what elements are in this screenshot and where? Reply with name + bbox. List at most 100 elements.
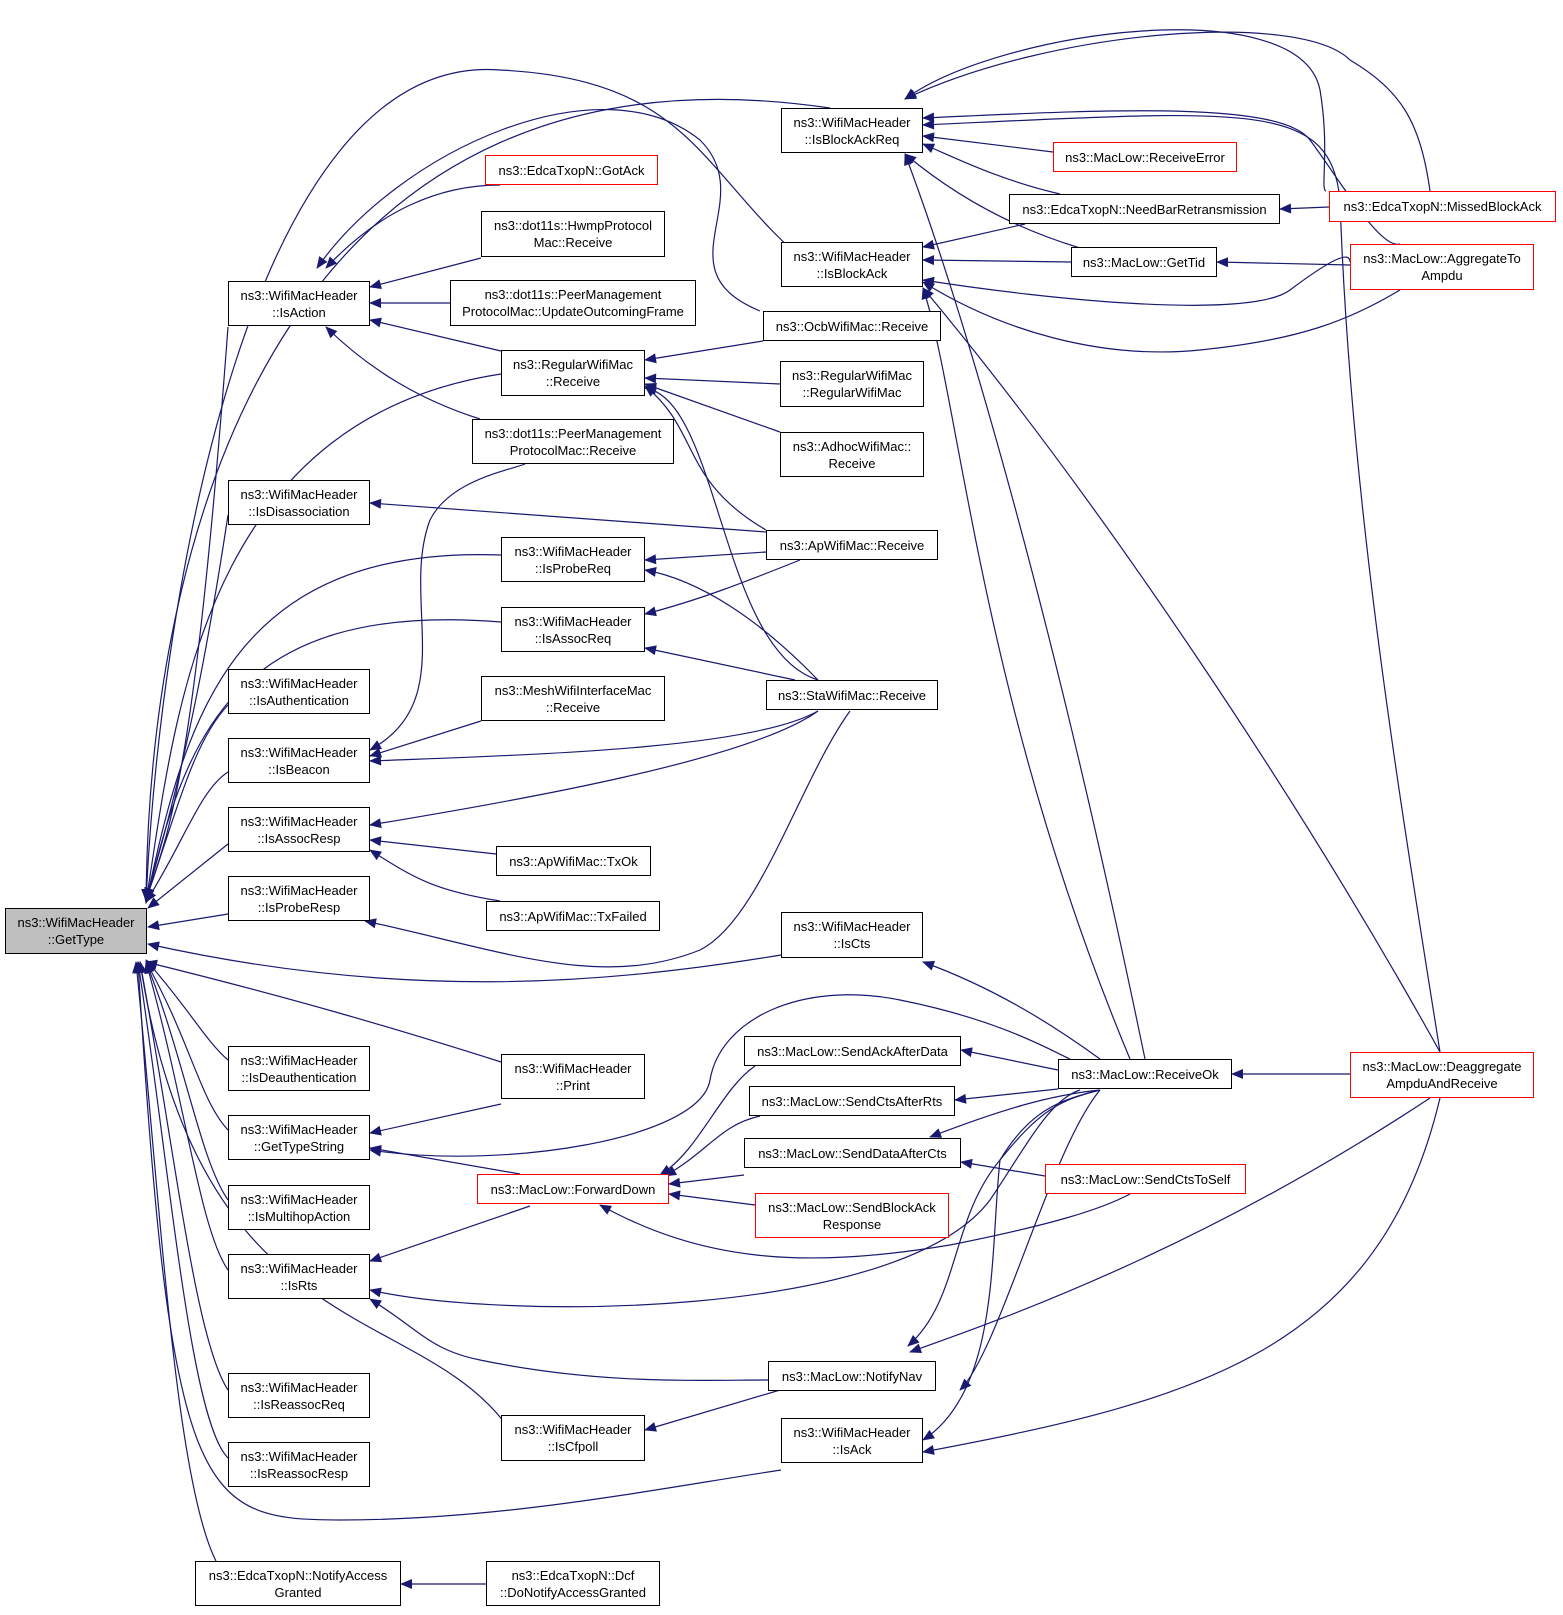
node-sta-receive[interactable]: ns3::StaWifiMac::Receive [766,680,938,710]
node-send-cts-after-rts[interactable]: ns3::MacLow::SendCtsAfterRts [749,1086,955,1116]
e-deagg-blockAck [922,287,1441,1053]
e-needBar-blockAckReq [922,143,1061,195]
e-deagg-isAck [922,1097,1441,1455]
e-recvOk-notifyNav [907,1089,1101,1347]
e-probeReq-getType [143,554,502,904]
node-receive-ok[interactable]: ns3::MacLow::ReceiveOk [1058,1059,1232,1089]
node-is-assoc-req[interactable]: ns3::WifiMacHeader ::IsAssocReq [501,607,645,652]
node-is-assoc-resp[interactable]: ns3::WifiMacHeader ::IsAssocResp [228,807,370,852]
e-aggregate-blockAckReq [922,110,1401,245]
node-peer-update-outgoing[interactable]: ns3::dot11s::PeerManagement ProtocolMac:… [450,280,696,326]
node-is-action[interactable]: ns3::WifiMacHeader ::IsAction [228,281,370,326]
e-sendAck-fwd [659,1065,756,1176]
e-blockAck-getType [141,69,821,902]
e-sendCts-fwd [664,1115,761,1177]
node-is-probe-resp[interactable]: ns3::WifiMacHeader ::IsProbeResp [228,876,370,921]
e-recvOk-rts [369,1089,1081,1308]
node-aggregate-to-ampdu[interactable]: ns3::MacLow::AggregateTo Ampdu [1350,244,1534,290]
e-regRecv-action [369,317,502,352]
node-is-cfpoll[interactable]: ns3::WifiMacHeader ::IsCfpoll [501,1415,645,1461]
node-send-data-after-cts[interactable]: ns3::MacLow::SendDataAfterCts [744,1138,961,1168]
e-txOk-assocResp [369,836,497,855]
node-is-cts[interactable]: ns3::WifiMacHeader ::IsCts [781,912,923,958]
e-deauth-getType [145,959,229,1061]
e-isCts-getType [147,941,782,983]
node-hwmp-receive[interactable]: ns3::dot11s::HwmpProtocol Mac::Receive [481,211,665,257]
node-regular-receive[interactable]: ns3::RegularWifiMac ::Receive [501,350,645,396]
e-sta-probeResp [364,710,851,968]
node-is-reassoc-resp[interactable]: ns3::WifiMacHeader ::IsReassocResp [228,1442,370,1487]
node-is-ack[interactable]: ns3::WifiMacHeader ::IsAck [781,1418,923,1463]
e-recvOk-sendData [929,1089,1101,1138]
e-ctsToSelf-fwd [599,1193,1131,1259]
node-get-type[interactable]: ns3::WifiMacHeader ::GetType [5,908,147,954]
node-ap-tx-ok[interactable]: ns3::ApWifiMac::TxOk [496,846,651,876]
e-deagg-blockAckReq2 [922,114,1441,1053]
node-is-block-ack[interactable]: ns3::WifiMacHeader ::IsBlockAck [781,242,923,287]
node-send-block-ack-response[interactable]: ns3::MacLow::SendBlockAck Response [755,1193,949,1238]
node-is-authentication[interactable]: ns3::WifiMacHeader ::IsAuthentication [228,669,370,714]
e-ap-assocReq [644,559,801,617]
node-receive-error[interactable]: ns3::MacLow::ReceiveError [1053,142,1237,172]
node-get-type-string[interactable]: ns3::WifiMacHeader ::GetTypeString [228,1115,370,1160]
e-recvOk-blockAckReq [904,153,1146,1060]
e-recvOk-sendCts [954,1088,1059,1104]
node-ap-tx-failed[interactable]: ns3::ApWifiMac::TxFailed [486,901,660,931]
node-peer-receive[interactable]: ns3::dot11s::PeerManagement ProtocolMac:… [472,419,674,464]
node-get-tid[interactable]: ns3::MacLow::GetTid [1071,247,1217,277]
e-missed-blockAckReq [904,29,1327,192]
e-gotAck-action [325,184,501,269]
e-deagg-notifyNav [909,1097,1431,1354]
e-multihop-getType [145,961,229,1201]
node-is-deauthentication[interactable]: ns3::WifiMacHeader ::IsDeauthentication [228,1046,370,1091]
node-deaggregate[interactable]: ns3::MacLow::Deaggregate AmpduAndReceive [1350,1052,1534,1098]
node-is-block-ack-req[interactable]: ns3::WifiMacHeader ::IsBlockAckReq [781,108,923,153]
node-ocb-receive[interactable]: ns3::OcbWifiMac::Receive [763,311,941,341]
e-print-getType [145,959,502,1063]
e-fwd-typeString [369,1144,521,1175]
e-peerRecv-action [325,326,481,420]
node-send-ack-after-data[interactable]: ns3::MacLow::SendAckAfterData [744,1036,961,1066]
node-is-disassociation[interactable]: ns3::WifiMacHeader ::IsDisassociation [228,480,370,525]
e-aggregate-blockAck [922,256,1351,306]
e-print-typeString [369,1103,502,1136]
node-is-multihop-action[interactable]: ns3::WifiMacHeader ::IsMultihopAction [228,1185,370,1230]
node-ap-receive[interactable]: ns3::ApWifiMac::Receive [766,530,938,560]
node-is-rts[interactable]: ns3::WifiMacHeader ::IsRts [228,1254,370,1299]
node-send-cts-to-self[interactable]: ns3::MacLow::SendCtsToSelf [1045,1164,1246,1194]
node-forward-down[interactable]: ns3::MacLow::ForwardDown [477,1174,669,1204]
node-missed-block-ack[interactable]: ns3::EdcaTxopN::MissedBlockAck [1329,191,1556,222]
node-adhoc-receive[interactable]: ns3::AdhocWifiMac:: Receive [780,432,924,477]
e-sendData-fwd [668,1174,745,1188]
e-typeString-getType [145,961,229,1131]
node-regular-ctor[interactable]: ns3::RegularWifiMac ::RegularWifiMac [780,361,924,407]
e-aggregate-getTid [1216,257,1351,268]
e-sendBlockAck-fwd [668,1190,756,1206]
node-print[interactable]: ns3::WifiMacHeader ::Print [501,1054,645,1099]
node-need-bar-retransmission[interactable]: ns3::EdcaTxopN::NeedBarRetransmission [1009,194,1280,224]
e-sta-assocReq [644,645,796,681]
e-recvOk-typeString [369,994,1071,1157]
e-auth-getType [144,704,229,901]
e-ap-regular [644,385,767,531]
e-ctsToSelf-sendData [960,1158,1046,1177]
e-ap-probeReq [644,551,767,565]
node-dcf-do-notify[interactable]: ns3::EdcaTxopN::Dcf ::DoNotifyAccessGran… [486,1561,660,1606]
node-is-reassoc-req[interactable]: ns3::WifiMacHeader ::IsReassocReq [228,1373,370,1418]
e-hwmp-action [369,257,482,290]
e-adhoc-regular [644,382,781,433]
e-reassocResp-getType [134,961,229,1459]
e-sta-beacon [369,710,819,766]
node-notify-nav[interactable]: ns3::MacLow::NotifyNav [768,1361,936,1391]
e-sta-assocResp [369,710,819,829]
node-is-probe-req[interactable]: ns3::WifiMacHeader ::IsProbeReq [501,537,645,582]
e-notifyNav-rts [369,1298,769,1382]
e-aggregate-blockAck2 [922,281,1401,353]
node-mesh-receive[interactable]: ns3::MeshWifiInterfaceMac ::Receive [481,676,665,721]
e-action-getType [144,326,229,900]
node-got-ack[interactable]: ns3::EdcaTxopN::GotAck [485,155,658,185]
node-notify-access-granted[interactable]: ns3::EdcaTxopN::NotifyAccess Granted [195,1561,401,1606]
node-is-beacon[interactable]: ns3::WifiMacHeader ::IsBeacon [228,738,370,783]
e-reassocReq-getType [137,961,229,1391]
